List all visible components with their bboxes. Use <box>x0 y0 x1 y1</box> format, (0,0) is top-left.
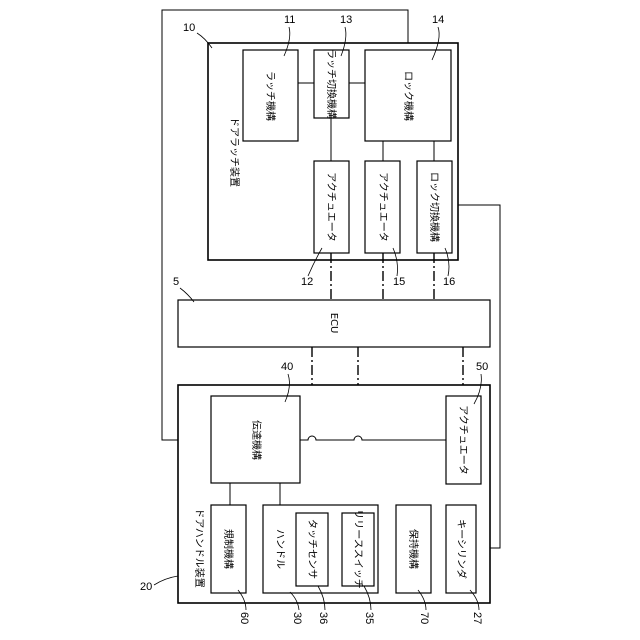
key-cylinder-label: キーシリンダ <box>455 519 468 579</box>
ref-16: 16 <box>443 276 455 288</box>
ecu-label: ECU <box>328 313 339 334</box>
ref-30: 30 <box>291 612 303 624</box>
handle-label: ハンドル <box>274 529 285 569</box>
lock-switch-mechanism-label: ロック切換機構 <box>428 172 441 242</box>
actuator-15-label: アクチュエータ <box>377 172 389 242</box>
door-latch-device-label: ドアラッチ装置 <box>228 117 241 187</box>
ref-14: 14 <box>432 14 444 26</box>
ref-27: 27 <box>471 612 483 624</box>
release-switch-label: リリーススイッチ <box>352 509 364 589</box>
ref-11: 11 <box>284 14 295 26</box>
latch-mechanism-label: ラッチ機構 <box>264 71 277 121</box>
door-handle-device-label: ドアハンドル装置 <box>193 508 206 588</box>
ref-35: 35 <box>363 612 375 624</box>
touch-sensor-label: タッチセンサ <box>306 519 318 579</box>
ref-15: 15 <box>393 276 405 288</box>
holding-mechanism-label: 保持機構 <box>407 529 420 569</box>
restriction-mechanism-label: 規制機構 <box>222 529 235 569</box>
ref-50: 50 <box>476 361 488 373</box>
lock-mechanism-label: ロック機構 <box>402 71 415 121</box>
latch-switch-mechanism-label: ラッチ切換機構 <box>325 49 338 119</box>
actuator-12-label: アクチュエータ <box>325 172 337 242</box>
ref-70: 70 <box>418 612 430 624</box>
ref-60: 60 <box>238 612 250 624</box>
leader-20 <box>154 576 178 585</box>
ref-12: 12 <box>301 276 313 288</box>
ref-10: 10 <box>183 22 195 34</box>
ref-5: 5 <box>173 276 179 288</box>
ref-36: 36 <box>317 612 329 624</box>
actuator-50-label: アクチュエータ <box>457 405 469 475</box>
ref-20: 20 <box>140 581 152 593</box>
ref-40: 40 <box>281 361 293 373</box>
transmission-mechanism-label: 伝達機構 <box>250 420 263 460</box>
ref-13: 13 <box>340 14 352 26</box>
